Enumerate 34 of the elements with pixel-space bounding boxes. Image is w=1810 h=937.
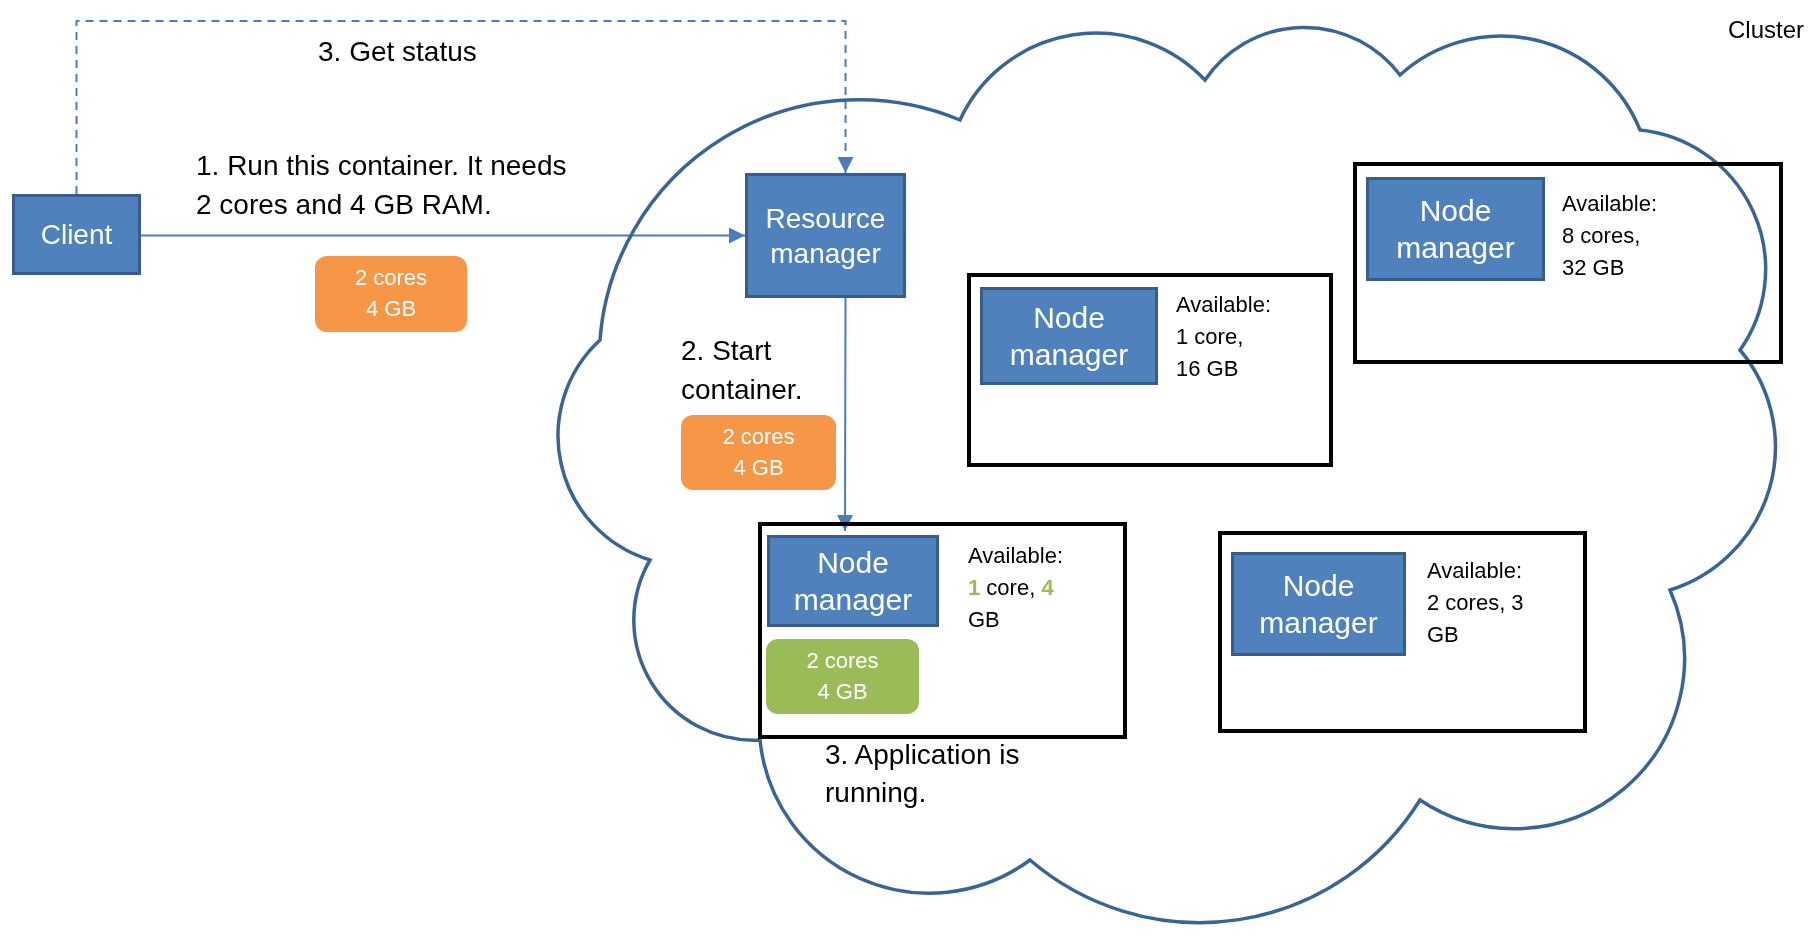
arrow (837, 297, 854, 532)
process-box (745, 173, 906, 298)
edge-label: 2. Start container. (681, 335, 803, 406)
box-label: Node manager (792, 544, 914, 618)
resource-text: 2 cores 4 GB (721, 422, 796, 482)
arrow (75, 20, 854, 195)
status-note: 3. Application is running. (825, 739, 1020, 808)
cluster-heading: Cluster (1727, 16, 1804, 43)
server-frame (758, 522, 1127, 739)
process-box (1231, 552, 1406, 656)
process-box (980, 287, 1158, 385)
edge-label: 3. Get status (318, 36, 477, 67)
edge-label: 1. Run this container. It needs 2 cores and 4 GB RAM. (196, 150, 567, 221)
arrow (140, 227, 746, 244)
server-frame (1218, 531, 1587, 733)
box-label: Node manager (1008, 299, 1130, 373)
box-label: Resource manager (764, 201, 887, 271)
process-box (12, 194, 141, 275)
resource-badge (315, 256, 467, 332)
box-label: Node manager (1258, 567, 1379, 641)
availability-text: Available: 1 core, 16 GB (1176, 291, 1272, 383)
box-label: Client (39, 218, 114, 252)
resource-badge (681, 415, 836, 490)
availability-text: Available: 2 cores, 3 GB (1427, 557, 1524, 649)
server-frame (967, 273, 1333, 467)
process-box (1366, 177, 1545, 281)
availability-text: Available: 8 cores, 32 GB (1562, 190, 1658, 282)
server-frame (1353, 162, 1783, 364)
resource-text: 2 cores 4 GB (353, 264, 429, 323)
resource-badge (766, 639, 919, 714)
availability-text: Available: 1 core, 4 GB (968, 542, 1064, 634)
process-box (767, 535, 939, 627)
box-label: Node manager (1395, 192, 1516, 266)
resource-text: 2 cores 4 GB (805, 646, 880, 706)
